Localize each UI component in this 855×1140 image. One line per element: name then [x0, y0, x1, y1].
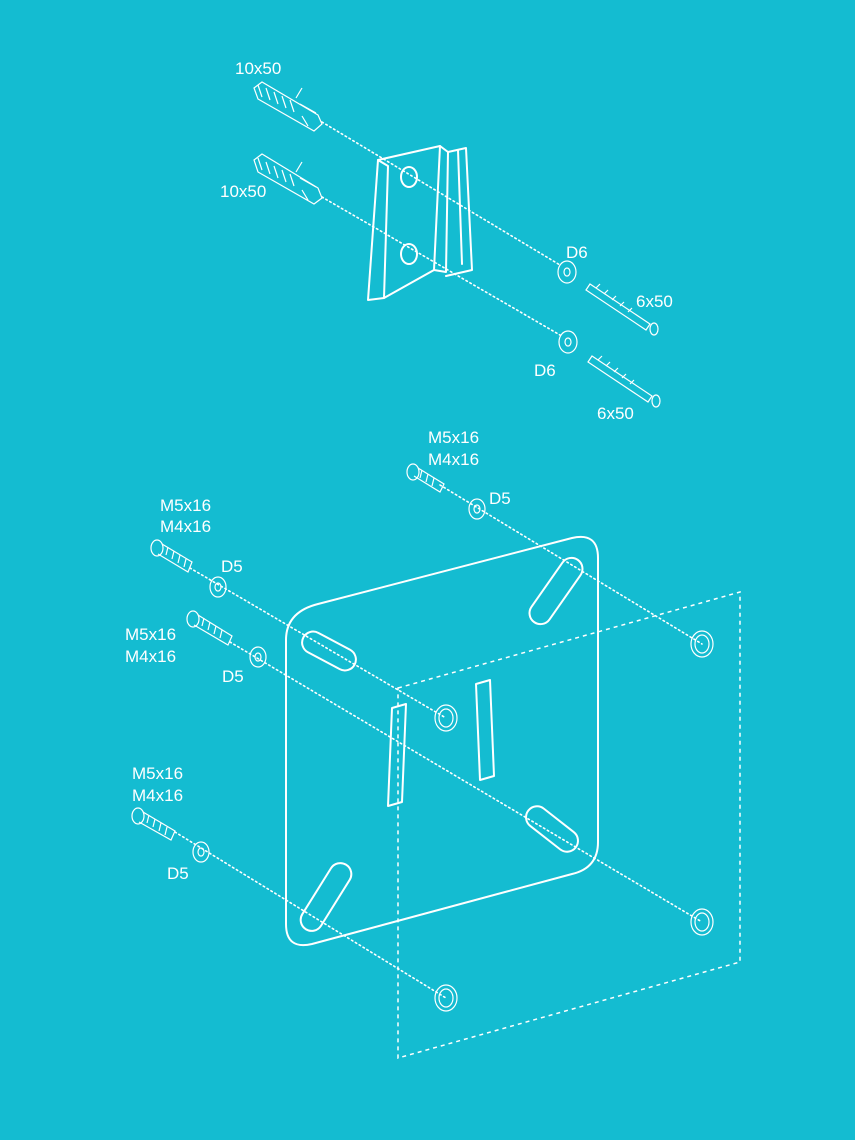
monitor-hole-top-right — [690, 630, 714, 658]
guide-line-1 — [439, 484, 703, 645]
label-anchor-top: 10x50 — [235, 59, 281, 78]
washer-d5-left-2 — [249, 646, 267, 668]
label-screw-top: 6x50 — [636, 292, 673, 311]
monitor-hole-top-left — [434, 704, 458, 732]
label-bolt-left1-m4: M4x16 — [160, 517, 211, 536]
label-washer-d5-left2: D5 — [222, 667, 244, 686]
washer-d5-top — [468, 498, 486, 520]
bolt-left-1 — [150, 539, 193, 573]
washer-d5-left-3 — [192, 841, 210, 863]
label-washer-d5-left1: D5 — [221, 557, 243, 576]
plate-slot-top-right — [528, 556, 584, 626]
monitor-hole-bottom-left — [434, 984, 458, 1012]
washer-d5-left-1 — [209, 576, 227, 598]
screw-6x50-bottom — [587, 355, 661, 408]
screw-6x50-top — [585, 283, 659, 336]
bolt-left-2 — [186, 610, 233, 646]
label-bolt-top-m4: M4x16 — [428, 450, 479, 469]
label-washer-d6-bottom: D6 — [534, 361, 556, 380]
guide-line-upper — [321, 121, 561, 266]
bolt-top — [406, 463, 445, 493]
vesa-plate — [285, 536, 599, 946]
label-bolt-left1-m5: M5x16 — [160, 496, 211, 515]
vesa-plate-group: M5x16 M4x16 D5 M5x16 M4x16 D5 M5x16 M4x1… — [125, 428, 741, 1059]
bolt-left-3 — [131, 807, 176, 841]
plate-slot-bottom-left — [299, 862, 353, 932]
label-anchor-bottom: 10x50 — [220, 182, 266, 201]
label-bolt-left2-m4: M4x16 — [125, 647, 176, 666]
plate-slot-top-left — [301, 630, 357, 672]
monitor-outline — [397, 591, 741, 1059]
label-washer-d5-left3: D5 — [167, 864, 189, 883]
guide-line-3 — [229, 641, 703, 923]
monitor-hole-bottom-right — [690, 908, 714, 936]
label-bolt-left2-m5: M5x16 — [125, 625, 176, 644]
plate-slot-center-left — [387, 703, 407, 807]
label-bolt-top-m5: M5x16 — [428, 428, 479, 447]
washer-d6-top — [557, 260, 577, 284]
label-bolt-left3-m5: M5x16 — [132, 764, 183, 783]
guide-line-lower — [321, 196, 561, 336]
plate-slot-bottom-right — [525, 805, 579, 853]
label-washer-d5-top: D5 — [489, 489, 511, 508]
guide-line-4 — [174, 831, 447, 999]
guide-line-2 — [189, 567, 447, 719]
label-screw-bottom: 6x50 — [597, 404, 634, 423]
wall-bracket — [367, 145, 473, 301]
wall-bracket-group: 10x50 10x50 D6 D6 6x50 6x50 — [220, 59, 673, 423]
washer-d6-bottom — [558, 330, 578, 354]
plate-slot-center-right — [475, 679, 495, 781]
label-bolt-left3-m4: M4x16 — [132, 786, 183, 805]
label-washer-d6-top: D6 — [566, 243, 588, 262]
wall-anchor-top — [253, 81, 323, 132]
wall-anchor-bottom — [253, 153, 323, 205]
